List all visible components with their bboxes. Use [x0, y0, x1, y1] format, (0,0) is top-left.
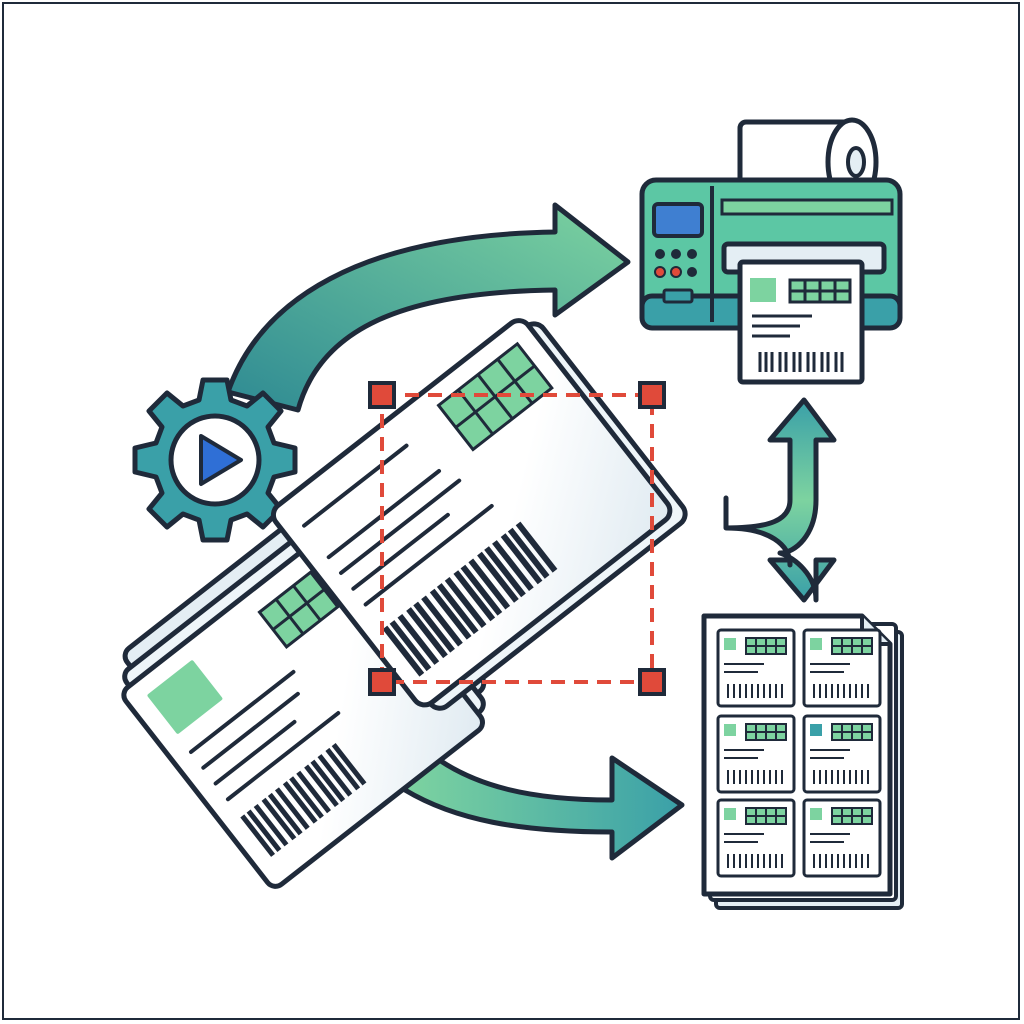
shipping-label-icon — [270, 318, 688, 711]
barcode-bar — [317, 754, 353, 797]
barcode-bar — [382, 625, 425, 677]
barcode-bar — [460, 564, 503, 616]
barcode-bar — [429, 588, 472, 640]
crop-selection-icon — [368, 381, 666, 696]
barcode-bar — [413, 601, 455, 653]
barcode-bar — [274, 787, 310, 830]
barcode-bar — [406, 607, 448, 659]
arrow-to-printer — [225, 202, 631, 413]
sheet-mini-label — [802, 628, 882, 708]
sheet-mini-label — [802, 714, 882, 794]
barcode-bar — [436, 583, 479, 635]
barcode-bar — [389, 620, 432, 672]
barcode-bar — [296, 770, 331, 814]
barcode-bar — [421, 595, 463, 647]
barcode-bar — [282, 781, 318, 824]
barcode-bar — [397, 613, 440, 665]
barcode-bar — [267, 792, 303, 836]
barcode-bar — [289, 776, 324, 819]
sheet-mini-label — [716, 798, 796, 878]
barcode-bar — [325, 747, 361, 791]
split-arrow-icon — [723, 397, 837, 603]
barcode-bar — [304, 764, 339, 808]
sheet-label-grid — [716, 628, 882, 878]
barcode-bar — [468, 558, 511, 610]
barcode-bar — [515, 521, 558, 573]
label-printer-icon — [639, 117, 903, 385]
barcode-bar — [477, 551, 519, 603]
barcode-bar — [453, 570, 496, 622]
barcode-bar — [240, 814, 276, 857]
sheet-mini-label — [716, 628, 796, 708]
barcode-bar — [246, 809, 282, 852]
barcode-bar — [253, 803, 289, 847]
sheet-mini-label — [802, 798, 882, 878]
barcode-bar — [492, 540, 534, 592]
gear-play-icon — [132, 377, 298, 543]
barcode-bar — [500, 533, 543, 585]
barcode-bar — [310, 759, 346, 803]
barcode-bar — [331, 743, 367, 786]
arrow-to-sheet — [402, 742, 685, 861]
barcode-bar — [484, 546, 526, 598]
barcode-bar — [507, 527, 550, 579]
barcode-bar — [261, 797, 297, 841]
sheet-mini-label — [716, 714, 796, 794]
barcode-bar — [444, 577, 487, 628]
